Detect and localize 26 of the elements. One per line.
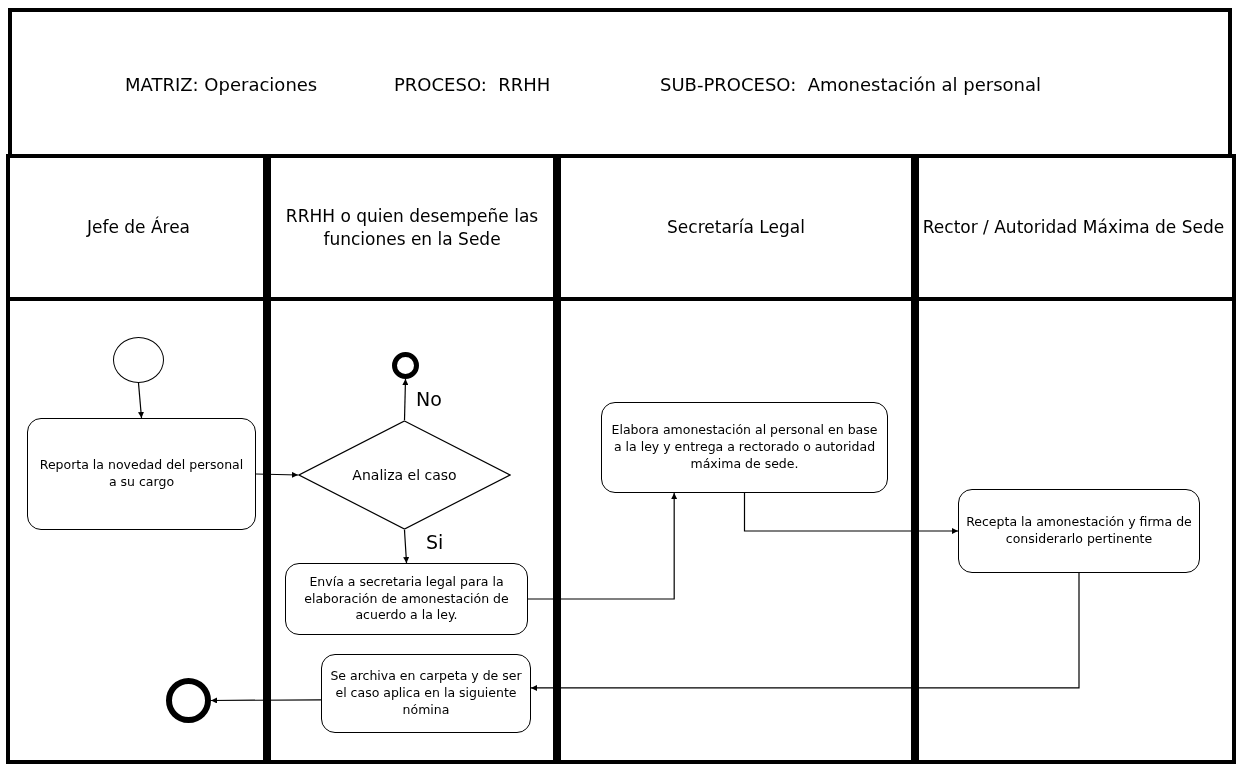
header-text: PROCESO: RRHH [394,74,551,95]
decision-diamond: Analiza el caso [298,420,511,530]
lane-title: Rector / Autoridad Máxima de Sede [921,216,1226,239]
header-text: MATRIZ: Operaciones [125,74,318,95]
process-box: Recepta la amonestación y firma de considerarlo pertinente [958,489,1200,573]
process-box: Elabora amonestación al personal en base a la ley y entrega a rectorado o autoridad máxima de sede. [601,402,888,493]
end-event-circle [392,352,419,379]
process-box: Reporta la novedad del personal a su cargo [27,418,256,530]
arrow [255,471,299,478]
process-box: Se archiva en carpeta y de ser el caso aplica en la siguiente nómina [321,654,531,733]
header-text: SUB-PROCESO: Amonestación al personal [660,74,1042,95]
arrow [743,492,959,534]
lane-title: Jefe de Área [85,216,192,239]
arrow [210,697,322,704]
process-box: Envía a secretaria legal para la elaboración de amonestación de acuerdo a la ley. [285,563,528,635]
arrow [527,492,678,600]
arrow [403,529,410,564]
arrow [530,572,1080,691]
swimlane [911,154,1236,764]
start-event-circle [113,337,164,383]
lane-title: Secretaría Legal [666,216,806,239]
swimlane [6,154,271,764]
lane-title: RRHH o quien desempeñe las funciones en la Sede [284,204,540,251]
arrow [137,382,144,419]
end-event-circle [166,678,211,723]
arrow [402,378,409,421]
